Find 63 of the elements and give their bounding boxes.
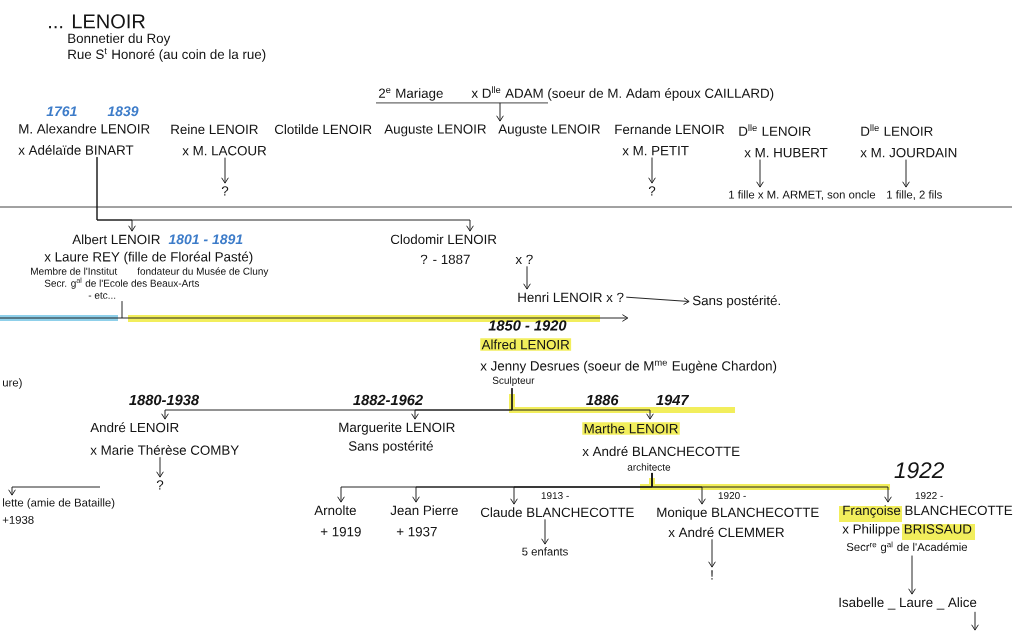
exclamation-mark: ! — [711, 570, 713, 580]
descendants-note: 5 enfants — [522, 547, 568, 556]
person-entry: Clodomir LENOIR ? - 1887 x ? — [390, 234, 533, 265]
date-label: 1880-1938 — [129, 394, 200, 406]
date-label: 1922 - — [915, 492, 943, 500]
arrow — [221, 157, 229, 184]
person-entry: Reine LENOIR x M. LACOUR — [171, 124, 267, 156]
node-label: x André BLANCHECOTTE — [582, 446, 740, 457]
date-label: 1886 — [586, 394, 619, 406]
date-label: 1882-1962 — [353, 394, 423, 406]
arrow — [496, 102, 504, 122]
person-entry: 1850 - 1920 Alfred LENOIR x Jenny Desrues (soeur de M$^{me}$ Eugène Chardon) Sculpteur — [480, 320, 777, 386]
date-label: 1922 — [894, 462, 945, 479]
person-entry: Auguste LENOIR — [498, 124, 600, 137]
question-mark: ? — [648, 186, 656, 196]
arrow — [708, 538, 716, 568]
person-entry: Isabelle _ Laure _ Alice — [839, 597, 977, 610]
arrow — [511, 387, 654, 420]
arrow — [8, 486, 101, 496]
person-entry: Françoise BLANCHECOTTE x Philippe BRISSAUD Secr$^{re}$ g$^{al}$ de l'Académie — [842, 505, 1013, 554]
text-fragment: ure) — [3, 378, 22, 389]
person-entry: Monique BLANCHECOTTE x André CLEMMER — [657, 507, 819, 538]
person-entry: Arnolte + 1919 — [314, 505, 361, 537]
descendants-note: 1 fille, 2 fils — [887, 190, 942, 200]
date-label: 1947 — [656, 394, 690, 406]
arrow — [908, 555, 916, 595]
person-entry: D$^{lle}$ LENOIR x M. HUBERT — [739, 124, 828, 158]
arrow — [651, 472, 892, 503]
person-entry: D$^{lle}$ LENOIR x M. JOURDAIN — [860, 124, 957, 158]
person-entry: Henri LENOIR x ? — [518, 292, 624, 303]
descendants-note: 1 fille x M. ARMET, son oncle — [729, 190, 876, 200]
node-label: Sculpteur — [492, 376, 535, 386]
ancestor-entry: ... LENOIR Bonnetier du Roy Rue S$^{t}$ Honoré (au coin de la rue) — [49, 14, 266, 62]
person-entry: Claude BLANCHECOTTE — [480, 507, 634, 518]
person-entry: Marguerite LENOIR Sans postérité — [339, 422, 455, 454]
node-label: architecte — [627, 463, 671, 471]
person-entry: Auguste LENOIR — [384, 124, 486, 137]
marriage-note: 2$^{e}$ Mariage x D$^{lle}$ ADAM (soeur de M. Adam époux CAILLARD) — [375, 86, 774, 104]
person-entry: Fernande LENOIR x M. PETIT — [615, 124, 725, 156]
person-entry: lette (amie de Bataille) +1938 — [2, 498, 115, 524]
arrow — [121, 300, 629, 322]
person-entry: Albert LENOIR 1801 - 1891 x Laure REY (fille de Floréal Pasté) Membre de l'Institut fondateur du Musée de Cluny Secr. g$^{al}$ de l'Ecole des Beaux-Arts - etc... — [31, 234, 269, 299]
note-text: Sans postérité. — [692, 295, 780, 308]
person-entry: Clotilde LENOIR — [274, 124, 372, 135]
question-mark: ? — [156, 480, 164, 490]
arrow — [523, 265, 531, 290]
arrow — [756, 159, 764, 188]
arrow — [96, 156, 474, 232]
person-entry: 1761 1839 M. Alexandre LENOIR x Adélaïde BINART — [18, 106, 150, 155]
date-label: 1913 - — [541, 492, 569, 500]
person-entry: Jean Pierre + 1937 — [390, 505, 458, 537]
date-label: 1920 - — [718, 492, 746, 500]
person-entry: Marthe LENOIR x André BLANCHECOTTE architecte — [582, 422, 740, 471]
node-label: 1850 - 1920 — [488, 320, 567, 331]
arrow — [971, 611, 979, 631]
arrow — [648, 157, 656, 184]
arrow — [156, 456, 164, 478]
node-label: x Jenny Desrues (soeur de M$^{me}$ Eugène Chardon) — [480, 360, 777, 374]
arrow — [902, 159, 910, 188]
question-mark: ? — [221, 186, 229, 196]
arrow — [625, 296, 690, 305]
person-entry: André LENOIR x Marie Thérèse COMBY — [90, 422, 239, 455]
arrow — [541, 518, 549, 545]
